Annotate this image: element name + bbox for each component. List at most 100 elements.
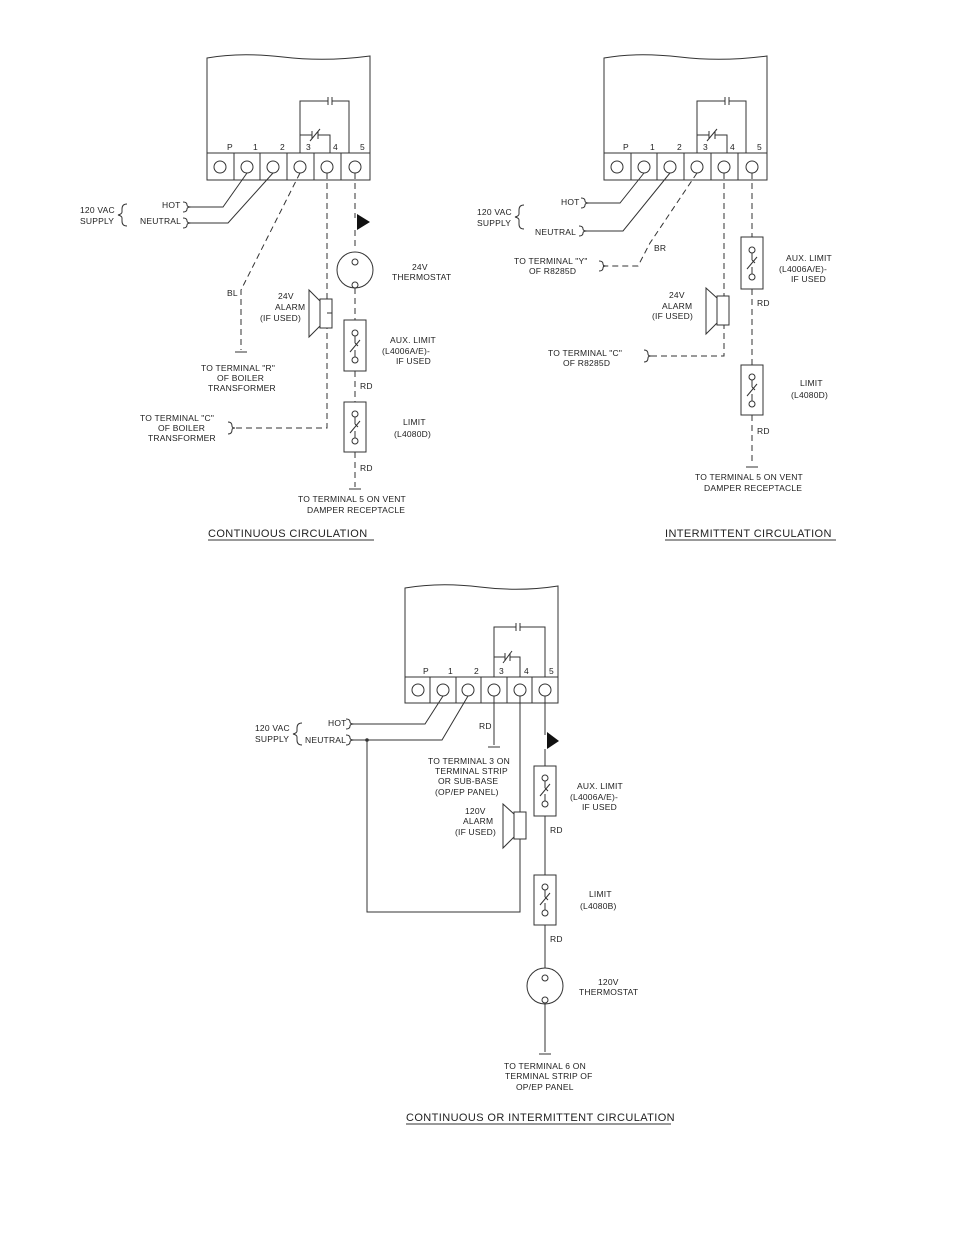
- neutral-wire: [587, 172, 671, 232]
- diagram3-title: CONTINUOUS OR INTERMITTENT CIRCULATION: [406, 1112, 675, 1124]
- to-r-label-2: OF BOILER: [217, 373, 264, 383]
- bl-label: BL: [227, 288, 238, 298]
- to-c-label-1: TO TERMINAL "C": [548, 348, 622, 358]
- terminal-label-1: 1: [448, 666, 453, 676]
- bl-wire: [240, 172, 301, 350]
- aux-limit-switch-icon: [740, 236, 764, 290]
- hot-wire: [589, 172, 645, 204]
- terminal-label-1: 1: [253, 142, 258, 152]
- hot-label: HOT: [328, 718, 347, 728]
- terminal-labels: P 1 2 3 4 5: [227, 142, 365, 152]
- alarm-voltage: 120V: [465, 806, 486, 816]
- supply-label: 120 VAC: [80, 205, 115, 215]
- alarm-24v-icon: [308, 288, 333, 339]
- terminal-labels: P 1 2 3 4 5: [623, 142, 762, 152]
- terminal-labels: P 1 2 3 4 5: [423, 666, 554, 676]
- supply-label-2: SUPPLY: [477, 218, 511, 228]
- to-vent-label-2: DAMPER RECEPTACLE: [307, 505, 405, 515]
- to-vent-label-1: TO TERMINAL 5 ON VENT: [695, 472, 803, 482]
- hot-wire: [191, 172, 248, 208]
- arrow-icon: [547, 732, 559, 749]
- to-y-label-2: OF R8285D: [529, 266, 576, 276]
- limit-model: (L4080D): [791, 390, 828, 400]
- terminal-label-2: 2: [280, 142, 285, 152]
- limit-label: LIMIT: [403, 417, 426, 427]
- rd-label-1: RD: [360, 381, 373, 391]
- supply-label: 120 VAC: [477, 207, 512, 217]
- thermostat-120v-icon: [526, 967, 564, 1005]
- terminal-strip: [603, 152, 768, 181]
- aux-limit-switch-icon: [533, 765, 557, 817]
- neutral-return-wire: [366, 740, 521, 913]
- diagram2-title: INTERMITTENT CIRCULATION: [665, 528, 832, 540]
- limit-model: (L4080B): [580, 901, 617, 911]
- terminal-label-5: 5: [757, 142, 762, 152]
- br-wire: [603, 172, 698, 267]
- limit-switch-icon: [533, 874, 557, 926]
- rd-label-1: RD: [757, 298, 770, 308]
- alarm-label: ALARM: [662, 301, 692, 311]
- aux-limit-if-used: IF USED: [396, 356, 431, 366]
- aux-limit-switch-icon: [343, 319, 367, 372]
- terminal-label-5: 5: [549, 666, 554, 676]
- rd-label-2: RD: [757, 426, 770, 436]
- to-y-label-1: TO TERMINAL "Y": [514, 256, 588, 266]
- diagram1-title: CONTINUOUS CIRCULATION: [208, 528, 368, 540]
- rd-label-1: RD: [550, 825, 563, 835]
- terminal-label-1: 1: [650, 142, 655, 152]
- rd-label-2: RD: [550, 934, 563, 944]
- neutral-label: NEUTRAL: [305, 735, 346, 745]
- internal-contacts: [299, 97, 350, 153]
- terminal-label-5: 5: [360, 142, 365, 152]
- terminal-label-3: 3: [306, 142, 311, 152]
- diagram-continuous-or-intermittent: P 1 2 3 4 5 120 VAC SUPPLY HOT NEUTRAL R…: [255, 584, 675, 1125]
- to-r-label-3: TRANSFORMER: [208, 383, 276, 393]
- to-t3-label-3: OR SUB-BASE: [438, 776, 498, 786]
- terminal-label-p: P: [423, 666, 429, 676]
- neutral-wire: [354, 695, 469, 741]
- aux-limit-label: AUX. LIMIT: [577, 781, 623, 791]
- terminal-screws: [610, 153, 759, 180]
- alarm-voltage: 24V: [278, 291, 294, 301]
- to-c-label-3: TRANSFORMER: [148, 433, 216, 443]
- supply-label: 120 VAC: [255, 723, 290, 733]
- alarm-voltage: 24V: [669, 290, 685, 300]
- limit-switch-icon: [343, 401, 367, 453]
- to-t6-label-3: OP/EP PANEL: [516, 1082, 574, 1092]
- limit-switch-icon: [740, 364, 764, 416]
- aux-limit-if-used: IF USED: [791, 274, 826, 284]
- neutral-wire: [191, 172, 274, 224]
- neutral-label: NEUTRAL: [535, 227, 576, 237]
- internal-contacts: [493, 623, 546, 677]
- alarm-label: ALARM: [463, 816, 493, 826]
- control-housing: [404, 584, 559, 677]
- aux-limit-label: AUX. LIMIT: [390, 335, 436, 345]
- internal-contacts: [696, 97, 747, 153]
- to-c-label-2: OF R8285D: [563, 358, 610, 368]
- supply-label-2: SUPPLY: [255, 734, 289, 744]
- to-t6-label-1: TO TERMINAL 6 ON: [504, 1061, 586, 1071]
- to-r-label-1: TO TERMINAL "R": [201, 363, 275, 373]
- to-t3-label-2: TERMINAL STRIP: [435, 766, 508, 776]
- thermostat-voltage: 24V: [412, 262, 428, 272]
- diagram-intermittent-circulation: P 1 2 3 4 5 120 VAC SUPPLY HOT NEUTRAL B…: [477, 54, 836, 541]
- arrow-icon: [357, 214, 370, 230]
- aux-limit-model: (L4006A/E)-: [779, 264, 827, 274]
- c-wire: [648, 173, 725, 357]
- terminal-label-p: P: [227, 142, 233, 152]
- alarm-if-used: (IF USED): [455, 827, 496, 837]
- supply-label-2: SUPPLY: [80, 216, 114, 226]
- limit-model: (L4080D): [394, 429, 431, 439]
- aux-limit-if-used: IF USED: [582, 802, 617, 812]
- terminal-label-4: 4: [333, 142, 338, 152]
- terminal-label-p: P: [623, 142, 629, 152]
- to-vent-label-2: DAMPER RECEPTACLE: [704, 483, 802, 493]
- to-c-label-2: OF BOILER: [158, 423, 205, 433]
- alarm-120v-icon: [502, 802, 527, 850]
- aux-limit-label: AUX. LIMIT: [786, 253, 832, 263]
- terminal-strip: [206, 152, 371, 181]
- alarm-24v-icon: [705, 286, 730, 336]
- to-c-label-1: TO TERMINAL "C": [140, 413, 214, 423]
